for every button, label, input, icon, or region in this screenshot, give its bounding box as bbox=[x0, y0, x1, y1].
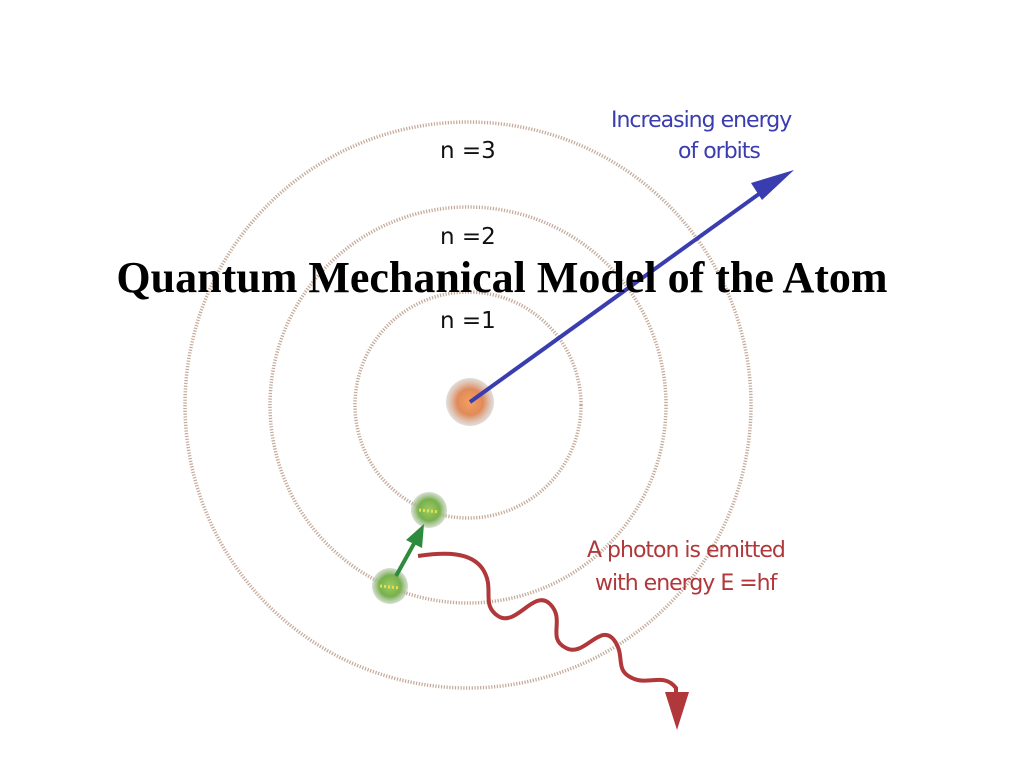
photon-arrow-head bbox=[665, 692, 689, 730]
photon-label-line2: with energy E =hf bbox=[595, 571, 779, 596]
orbit-n3 bbox=[183, 120, 753, 690]
transition-arrow bbox=[394, 539, 418, 577]
photon-wave bbox=[417, 551, 678, 700]
energy-arrow bbox=[468, 184, 772, 404]
orbit-label-n2: n =2 bbox=[440, 224, 496, 250]
electron-n1-highlight bbox=[418, 508, 440, 514]
orbit-label-n1: n =1 bbox=[440, 308, 496, 334]
energy-label-line2: of orbits bbox=[678, 139, 760, 164]
orbit-n1 bbox=[353, 290, 583, 520]
electron-n2-highlight bbox=[379, 584, 401, 590]
slide-title: Quantum Mechanical Model of the Atom bbox=[116, 253, 888, 302]
photon-label-line1: A photon is emitted bbox=[587, 538, 785, 563]
orbit-label-n3: n =3 bbox=[440, 138, 496, 164]
energy-arrow-head bbox=[751, 170, 794, 200]
transition-arrow-head bbox=[406, 524, 424, 548]
orbit-n2 bbox=[268, 205, 668, 605]
energy-label-line1: Increasing energy bbox=[611, 108, 792, 133]
